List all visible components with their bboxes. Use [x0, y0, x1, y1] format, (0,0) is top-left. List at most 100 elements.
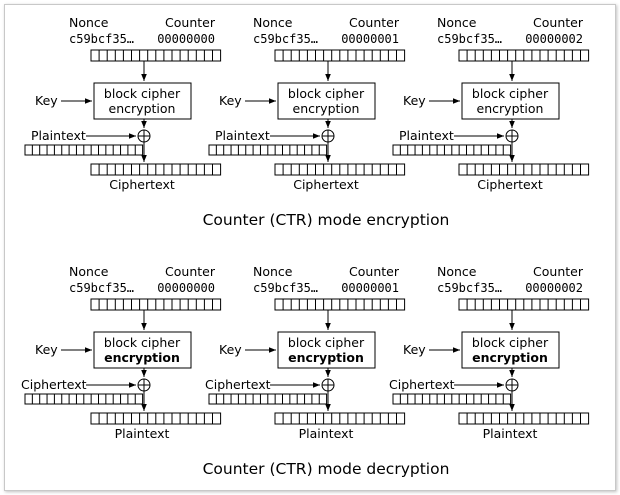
encryption-label: encryption [477, 101, 544, 116]
input-register [24, 393, 144, 405]
block-cipher-box [277, 82, 376, 120]
input-register-cells [399, 145, 504, 155]
nonce-counter-register-cells [466, 50, 581, 61]
key-label: Key [35, 342, 58, 357]
input-label: Ciphertext [21, 377, 87, 392]
nonce-counter-register [274, 49, 406, 62]
nonce-counter-register [90, 298, 222, 311]
encryption-label: encryption [288, 350, 364, 365]
counter-value: 00000000 [157, 32, 215, 46]
input-label: Ciphertext [389, 377, 455, 392]
counter-label: Counter [165, 15, 216, 30]
output-register [458, 412, 590, 425]
counter-value: 00000001 [341, 32, 399, 46]
block-cipher-label: block cipher [472, 86, 549, 101]
encryption-label: encryption [109, 101, 176, 116]
input-register [208, 144, 328, 156]
counter-value: 00000000 [157, 281, 215, 295]
counter-label: Counter [533, 264, 584, 279]
nonce-counter-register-cells [282, 299, 397, 310]
output-label: Ciphertext [293, 177, 359, 192]
nonce-value: c59bcf35… [253, 281, 318, 295]
input-register-cells [31, 394, 136, 404]
counter-label: Counter [165, 264, 216, 279]
nonce-label: Nonce [253, 15, 293, 30]
output-register-cells [466, 413, 581, 424]
nonce-counter-register [458, 49, 590, 62]
input-register [392, 393, 512, 405]
nonce-counter-register-cells [98, 50, 213, 61]
output-label: Plaintext [483, 426, 538, 441]
xor-cross [322, 130, 334, 142]
nonce-counter-register-cells [466, 299, 581, 310]
block-cipher-box [461, 331, 560, 369]
input-register [208, 393, 328, 405]
xor-cross [138, 130, 150, 142]
encryption-panel-1: Nonce Counter c59bcf35… 00000000 block ciphe… [24, 15, 222, 192]
key-label: Key [219, 93, 242, 108]
output-register [90, 163, 222, 176]
key-label: Key [403, 342, 426, 357]
decryption-panel-3: Nonce Counter c59bcf35… 00000002 block ciphe… [389, 264, 590, 441]
input-label: Plaintext [31, 128, 86, 143]
encryption-panel-3: Nonce Counter c59bcf35… 00000002 block ciphe… [392, 15, 590, 192]
input-label: Ciphertext [205, 377, 271, 392]
nonce-value: c59bcf35… [69, 32, 134, 46]
block-cipher-box [461, 82, 560, 120]
nonce-label: Nonce [437, 264, 477, 279]
input-register [24, 144, 144, 156]
input-register-cells [215, 145, 320, 155]
input-label: Plaintext [215, 128, 270, 143]
output-register-cells [282, 413, 397, 424]
output-register-cells [282, 164, 397, 175]
decryption-panel-1: Nonce Counter c59bcf35… 00000000 block ciphe… [21, 264, 222, 441]
block-cipher-label: block cipher [288, 335, 365, 350]
nonce-value: c59bcf35… [69, 281, 134, 295]
counter-label: Counter [533, 15, 584, 30]
output-register [458, 163, 590, 176]
counter-value: 00000001 [341, 281, 399, 295]
input-register [392, 144, 512, 156]
nonce-value: c59bcf35… [437, 281, 502, 295]
counter-label: Counter [349, 15, 400, 30]
output-register-cells [466, 164, 581, 175]
nonce-value: c59bcf35… [437, 32, 502, 46]
nonce-counter-register [90, 49, 222, 62]
counter-value: 00000002 [525, 32, 583, 46]
input-register-cells [31, 145, 136, 155]
nonce-label: Nonce [69, 15, 109, 30]
xor-cross [506, 379, 518, 391]
key-label: Key [35, 93, 58, 108]
encryption-label: encryption [472, 350, 548, 365]
encryption-caption: Counter (CTR) mode encryption [203, 211, 450, 229]
input-register-cells [215, 394, 320, 404]
block-cipher-box [277, 331, 376, 369]
input-register-cells [399, 394, 504, 404]
key-label: Key [219, 342, 242, 357]
xor-cross [506, 130, 518, 142]
encryption-label: encryption [104, 350, 180, 365]
output-register [90, 412, 222, 425]
decryption-caption: Counter (CTR) mode decryption [203, 460, 450, 478]
output-label: Ciphertext [477, 177, 543, 192]
block-cipher-label: block cipher [472, 335, 549, 350]
block-cipher-label: block cipher [288, 86, 365, 101]
nonce-label: Nonce [253, 264, 293, 279]
nonce-label: Nonce [69, 264, 109, 279]
output-label: Plaintext [299, 426, 354, 441]
block-cipher-box [93, 82, 192, 120]
block-cipher-label: block cipher [104, 86, 181, 101]
counter-value: 00000002 [525, 281, 583, 295]
encryption-label: encryption [293, 101, 360, 116]
nonce-label: Nonce [437, 15, 477, 30]
output-register-cells [98, 164, 213, 175]
nonce-counter-register-cells [282, 50, 397, 61]
output-register [274, 163, 406, 176]
block-cipher-label: block cipher [104, 335, 181, 350]
output-register-cells [98, 413, 213, 424]
nonce-counter-register [458, 298, 590, 311]
xor-cross [138, 379, 150, 391]
